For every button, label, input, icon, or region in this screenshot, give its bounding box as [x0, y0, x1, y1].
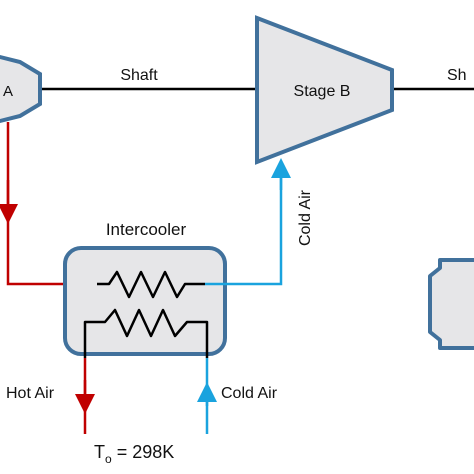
intercooler-lower-coil	[83, 308, 209, 358]
temperature-value: = 298K	[112, 442, 175, 462]
stage-b-label: Stage B	[294, 83, 351, 100]
right-edge-component	[428, 258, 474, 350]
cold-air-bottom-label: Cold Air	[221, 385, 278, 402]
stage-a-compressor	[0, 54, 42, 124]
cold-air-vertical-label: Cold Air	[297, 189, 314, 246]
temperature-label: To = 298K	[94, 442, 174, 466]
hot-air-label: Hot Air	[6, 385, 55, 402]
stage-b-compressor	[255, 15, 394, 165]
intercooler-label: Intercooler	[106, 220, 187, 239]
temperature-subscript: o	[105, 452, 112, 466]
intercooler-body	[63, 246, 227, 356]
cold-air-line-to-stage-b	[205, 164, 283, 286]
intercooler-upper-coil	[97, 270, 205, 299]
shaft-label-right: Sh	[447, 67, 467, 84]
shaft-label-left: Shaft	[120, 67, 158, 84]
temperature-symbol: T	[94, 442, 105, 462]
stage-a-label: A	[3, 83, 13, 100]
